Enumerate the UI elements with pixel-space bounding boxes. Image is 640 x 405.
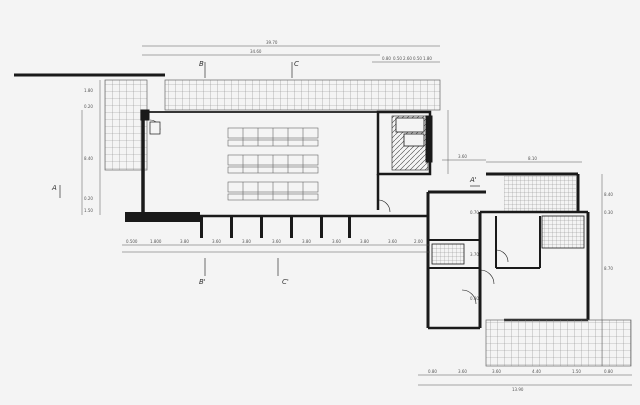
dim-top-small-4: 0.50 <box>413 56 422 61</box>
top-terrace-tiles <box>164 79 441 111</box>
kitchen-block <box>376 110 433 213</box>
section-mark-b: B <box>199 60 204 68</box>
dim-bottom-left-11: 2.00 <box>414 239 423 244</box>
dim-right-side-2: 0.30 <box>604 210 613 215</box>
dim-top-overall: 39.70 <box>266 40 278 45</box>
section-mark-c: C <box>294 60 299 68</box>
main-hall <box>125 109 428 222</box>
dim-bottom-right-6: 0.80 <box>604 369 613 374</box>
dim-top-small-1: 0.80 <box>382 56 391 61</box>
section-mark-c-prime: C' <box>282 278 289 286</box>
dim-mid-1: 3.60 <box>458 154 467 159</box>
dimension-lines <box>81 45 632 386</box>
dim-bottom-right-1: 0.80 <box>428 369 437 374</box>
section-mark-a: A <box>51 184 57 192</box>
dim-top-small-5: 1.80 <box>423 56 432 61</box>
dim-top-small-2: 0.50 <box>393 56 402 61</box>
dim-left-4: 0.20 <box>84 196 93 201</box>
dim-bottom-right-5: 1.50 <box>572 369 581 374</box>
dim-mid-4: 0.80 <box>470 296 479 301</box>
dim-left-2: 0.20 <box>84 104 93 109</box>
dim-bottom-left-1: 0.500 <box>126 239 138 244</box>
section-mark-a-prime: A' <box>469 176 477 184</box>
bottom-terrace-tiles <box>485 319 632 367</box>
dim-bottom-left-8: 3.60 <box>332 239 341 244</box>
dim-bottom-overall: 13.90 <box>512 387 524 392</box>
facade-columns <box>200 216 351 238</box>
section-markers <box>59 62 480 276</box>
dim-right-side-1: 8.40 <box>604 192 613 197</box>
dim-bottom-right-4: 4.40 <box>532 369 541 374</box>
dim-right-top: 8.10 <box>528 156 537 161</box>
dim-bottom-left-2: 1.800 <box>150 239 162 244</box>
section-mark-b-prime: B' <box>199 278 206 286</box>
dim-top-small-3: 2.60 <box>403 56 412 61</box>
dim-bottom-left-3: 3.80 <box>180 239 189 244</box>
dim-bottom-left-9: 3.80 <box>360 239 369 244</box>
dim-bottom-right-2: 3.60 <box>458 369 467 374</box>
dim-bottom-left-4: 3.60 <box>212 239 221 244</box>
dim-bottom-right-3: 3.60 <box>492 369 501 374</box>
dim-left-1: 1.80 <box>84 88 93 93</box>
dim-left-3: 8.40 <box>84 156 93 161</box>
dim-bottom-left-10: 3.60 <box>388 239 397 244</box>
dim-bottom-left-5: 3.80 <box>242 239 251 244</box>
dim-mid-2: 0.70 <box>470 210 479 215</box>
dim-right-side-3: 8.70 <box>604 266 613 271</box>
dim-bottom-left-6: 3.60 <box>272 239 281 244</box>
right-wing <box>426 172 590 330</box>
dining-tables <box>227 127 319 201</box>
dim-mid-3: 3.70 <box>470 252 479 257</box>
dim-left-5: 1.50 <box>84 208 93 213</box>
dim-bottom-left-7: 3.80 <box>302 239 311 244</box>
left-terrace-tiles <box>104 79 148 171</box>
dim-top-main: 34.60 <box>250 49 262 54</box>
